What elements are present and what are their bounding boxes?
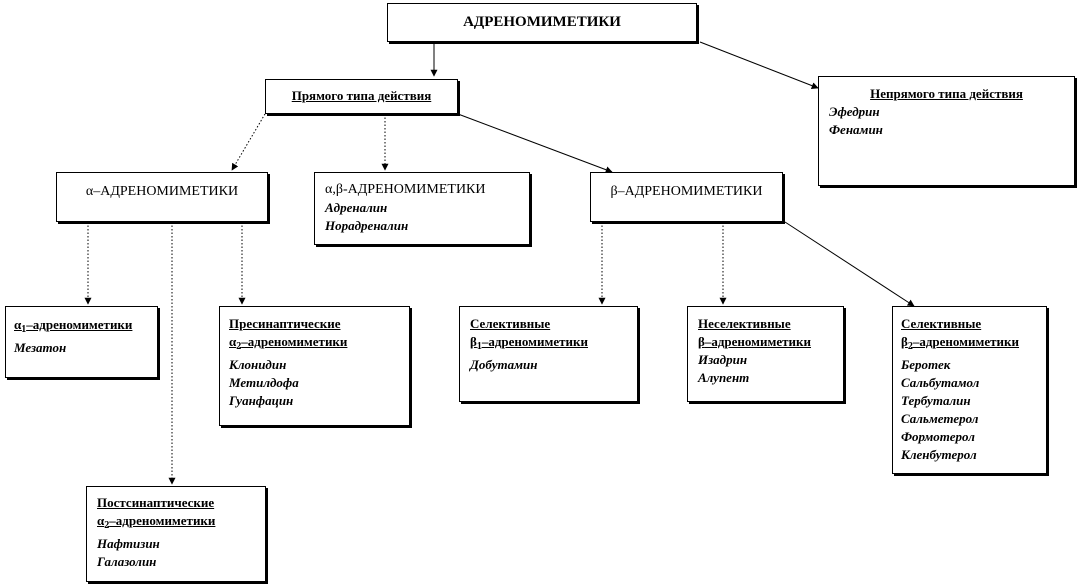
drug-phenamine: Фенамин <box>829 122 883 137</box>
drug-berotec: Беротек <box>901 357 951 372</box>
indirect-box: Непрямого типа действия Эфедрин Фенамин <box>818 76 1075 186</box>
drug-terbutaline: Тербуталин <box>901 393 971 408</box>
drug-formoterol: Формотерол <box>901 429 975 444</box>
beta1sel-box: Селективные β1–адреномиметики Добутамин <box>459 306 638 402</box>
drug-guanfacine: Гуанфацин <box>229 393 294 408</box>
postsyn-line1: Постсинаптические <box>97 495 215 510</box>
presyn-box: Пресинаптические α2–адреномиметики Клони… <box>219 306 410 426</box>
arrow-direct-alpha <box>231 113 266 171</box>
alpha1-box: α1–адреномиметики Мезатон <box>5 306 158 378</box>
drug-salbutamol: Сальбутамол <box>901 375 980 390</box>
beta1sel-line2: β1–адреномиметики <box>470 334 589 352</box>
beta2sel-line1: Селективные <box>901 316 982 331</box>
arrow-root-indirect <box>699 41 819 89</box>
drug-adrenaline: Адреналин <box>325 200 388 215</box>
betanonsel-box: Неселективные β–адреномиметики Изадрин А… <box>687 306 844 402</box>
presyn-line2: α2–адреномиметики <box>229 334 348 352</box>
direct-title: Прямого типа действия <box>291 88 432 103</box>
betanonsel-line1: Неселективные <box>698 316 791 331</box>
drug-methyldopa: Метилдофа <box>229 375 299 390</box>
arrow-direct-beta <box>457 113 613 174</box>
alpha-title: α–АДРЕНОМИМЕТИКИ <box>85 184 239 199</box>
indirect-title: Непрямого типа действия <box>870 86 1023 101</box>
drug-mesaton: Мезатон <box>14 340 67 355</box>
drug-naphthyzine: Нафтизин <box>97 536 160 551</box>
alphabeta-title: α,β-АДРЕНОМИМЕТИКИ <box>325 182 486 197</box>
alpha-box: α–АДРЕНОМИМЕТИКИ <box>56 172 268 222</box>
alphabeta-box: α,β-АДРЕНОМИМЕТИКИ Адреналин Норадренали… <box>314 172 530 245</box>
betanonsel-line2: β–адреномиметики <box>698 334 812 349</box>
beta-box: β–АДРЕНОМИМЕТИКИ <box>590 172 783 222</box>
drug-noradrenaline: Норадреналин <box>325 218 409 233</box>
direct-box: Прямого типа действия <box>265 79 458 114</box>
beta-title: β–АДРЕНОМИМЕТИКИ <box>610 184 763 199</box>
drug-clenbuterol: Кленбутерол <box>901 447 977 462</box>
alpha1-title: α1–адреномиметики <box>14 317 133 335</box>
root-title: АДРЕНОМИМЕТИКИ <box>463 14 621 30</box>
drug-dobutamine: Добутамин <box>470 357 538 372</box>
beta2sel-box: Селективные β2–адреномиметики Беротек Са… <box>892 306 1047 474</box>
drug-clonidine: Клонидин <box>229 357 287 372</box>
drug-isadrine: Изадрин <box>698 352 748 367</box>
drug-salmeterol: Сальметерол <box>901 411 979 426</box>
drug-alupent: Алупент <box>698 370 750 385</box>
postsyn-box: Постсинаптические α2–адреномиметики Нафт… <box>86 486 266 582</box>
beta1sel-line1: Селективные <box>470 316 551 331</box>
drug-galazolin: Галазолин <box>97 554 157 569</box>
beta2sel-line2: β2–адреномиметики <box>901 334 1020 352</box>
root-box: АДРЕНОМИМЕТИКИ <box>387 3 697 42</box>
drug-ephedrine: Эфедрин <box>829 104 880 119</box>
presyn-line1: Пресинаптические <box>229 316 341 331</box>
postsyn-line2: α2–адреномиметики <box>97 513 216 531</box>
arrow-beta-beta2sel <box>784 221 915 307</box>
